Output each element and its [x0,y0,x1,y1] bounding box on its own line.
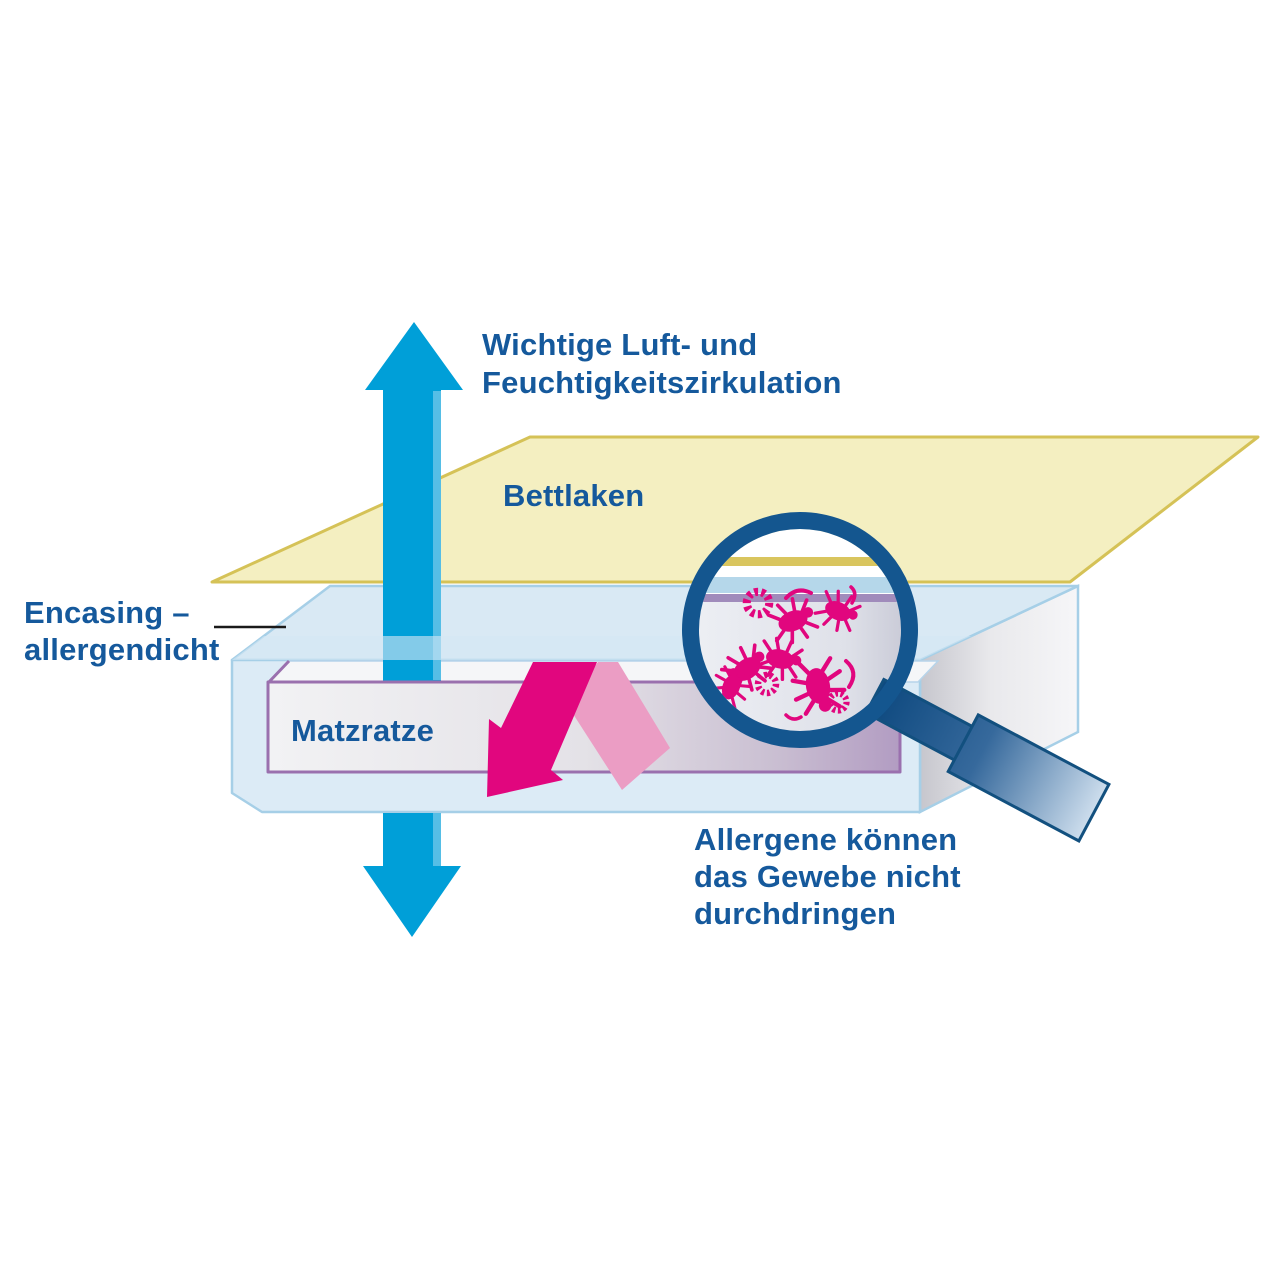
lens-fabric-layer [699,594,901,602]
airflow-down-arrow [363,813,461,937]
allergen-bounce-arrow [566,662,670,790]
allergens-label-line1: Allergene können [694,822,957,857]
encasing-label-line2: allergendicht [24,632,220,667]
arrow-highlight [433,813,441,866]
allergen-arrow [487,662,597,797]
lens-encasing-layer [699,577,901,593]
airflow-up-arrow [365,322,463,681]
labels: Wichtige Luft- und Feuchtigkeitszirkulat… [24,327,961,931]
mattress-top-left-edge [266,659,291,685]
magnifier-ring [682,512,918,748]
circulation-label-line1: Wichtige Luft- und [482,327,757,362]
allergen-arrows [487,662,670,797]
circulation-label-line2: Feuchtigkeitszirkulation [482,365,842,400]
encasing-label-line1: Encasing – [24,595,190,630]
lens-view [699,529,901,731]
magnifier-icon [682,512,1111,843]
mattress-label: Matzratze [291,713,434,748]
sheet-label: Bettlaken [503,478,644,513]
arrow-highlight [433,391,441,680]
allergens-label-line3: durchdringen [694,896,896,931]
dust-mites [706,583,866,721]
allergens-label-line2: das Gewebe nicht [694,859,961,894]
lens-sheet-layer [699,557,901,566]
